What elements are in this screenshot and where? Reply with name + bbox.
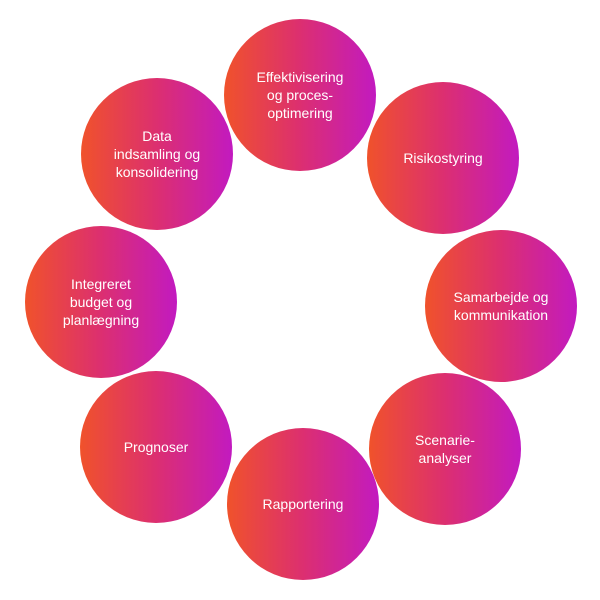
node-label: Prognoser — [123, 439, 189, 455]
node-label: Data indsamling og konsolidering — [113, 128, 201, 180]
node-label: Risikostyring — [403, 150, 483, 166]
node-risk-management: Risikostyring — [367, 82, 519, 234]
node-label: Samarbejde og kommunikation — [453, 289, 549, 323]
node-label: Integreret budget og planlægning — [62, 276, 140, 328]
node-reporting: Rapportering — [227, 428, 379, 580]
node-forecasts: Prognoser — [80, 371, 232, 523]
node-collaboration: Samarbejde og kommunikation — [425, 230, 577, 382]
node-scenario-analysis: Scenarie- analyser — [369, 373, 521, 525]
node-integrated-budget: Integreret budget og planlægning — [25, 226, 177, 378]
node-data-collection: Data indsamling og konsolidering — [81, 78, 233, 230]
node-efficiency: Effektivisering og proces- optimering — [224, 19, 376, 171]
node-label: Scenarie- analyser — [415, 432, 475, 466]
node-label: Effektivisering og proces- optimering — [256, 69, 344, 121]
node-label: Rapportering — [262, 496, 344, 512]
